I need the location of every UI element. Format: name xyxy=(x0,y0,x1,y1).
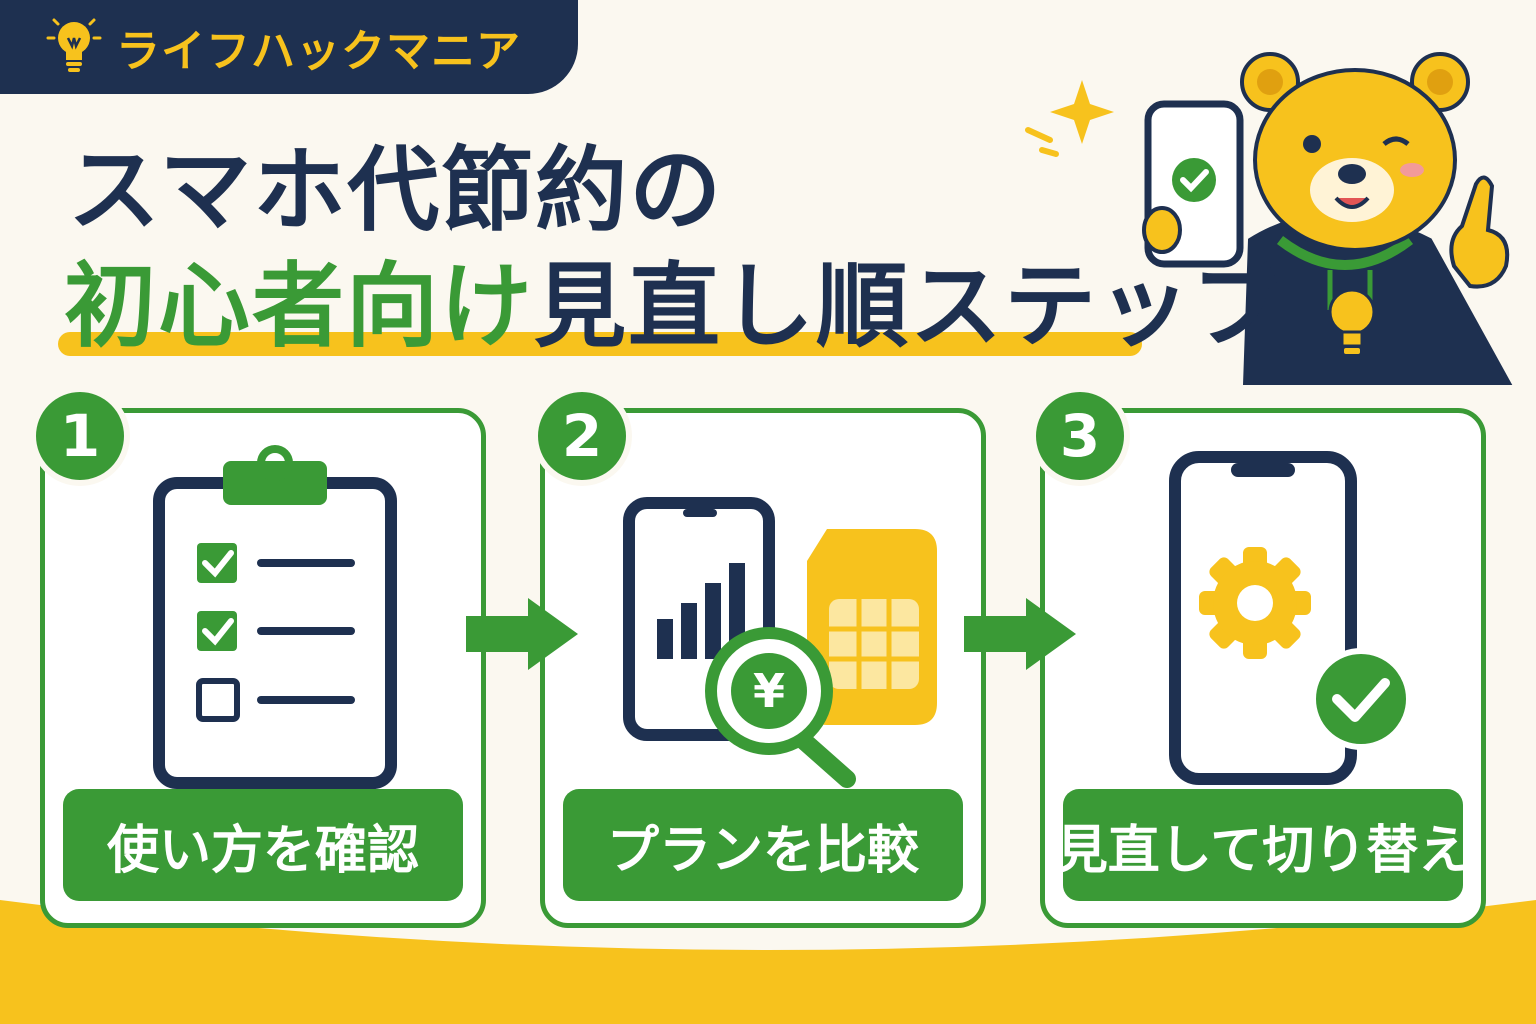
step-1-number-badge: 1 xyxy=(30,386,130,486)
step-card-3: 見直して切り替え xyxy=(1040,408,1486,928)
title-line-2-navy: 見直し順ステップ xyxy=(534,253,1287,360)
arrow-right-icon xyxy=(964,598,1076,670)
phone-gear-check-icon xyxy=(1169,451,1412,785)
brand-header: ライフハックマニア xyxy=(0,0,578,94)
arrow-right-icon xyxy=(466,598,578,670)
title-line-2-green: 初心者向け xyxy=(64,253,535,360)
step-3-number-badge: 3 xyxy=(1030,386,1130,486)
brand-name: ライフハックマニア xyxy=(116,26,521,77)
title-line-1: スマホ代節約の xyxy=(68,137,724,244)
step-1-label: 使い方を確認 xyxy=(63,789,463,901)
sparkle-icon xyxy=(1025,80,1114,157)
step-card-2: ¥ プランを比較 xyxy=(540,408,986,928)
svg-text:¥: ¥ xyxy=(753,664,785,718)
step-3-label: 見直して切り替え xyxy=(1056,789,1470,901)
clipboard-checklist-icon xyxy=(153,445,397,789)
bear-mascot-icon xyxy=(1142,52,1513,385)
step-card-1: 使い方を確認 xyxy=(40,408,486,928)
title-underline xyxy=(58,332,1142,356)
lightbulb-icon xyxy=(46,18,102,72)
step-2-label: プランを比較 xyxy=(563,789,963,901)
title-line-2: 初心者向け見直し順ステップ xyxy=(64,232,1286,365)
step-2-number-badge: 2 xyxy=(532,386,632,486)
phone-yen-search-sim-icon: ¥ xyxy=(623,497,937,788)
